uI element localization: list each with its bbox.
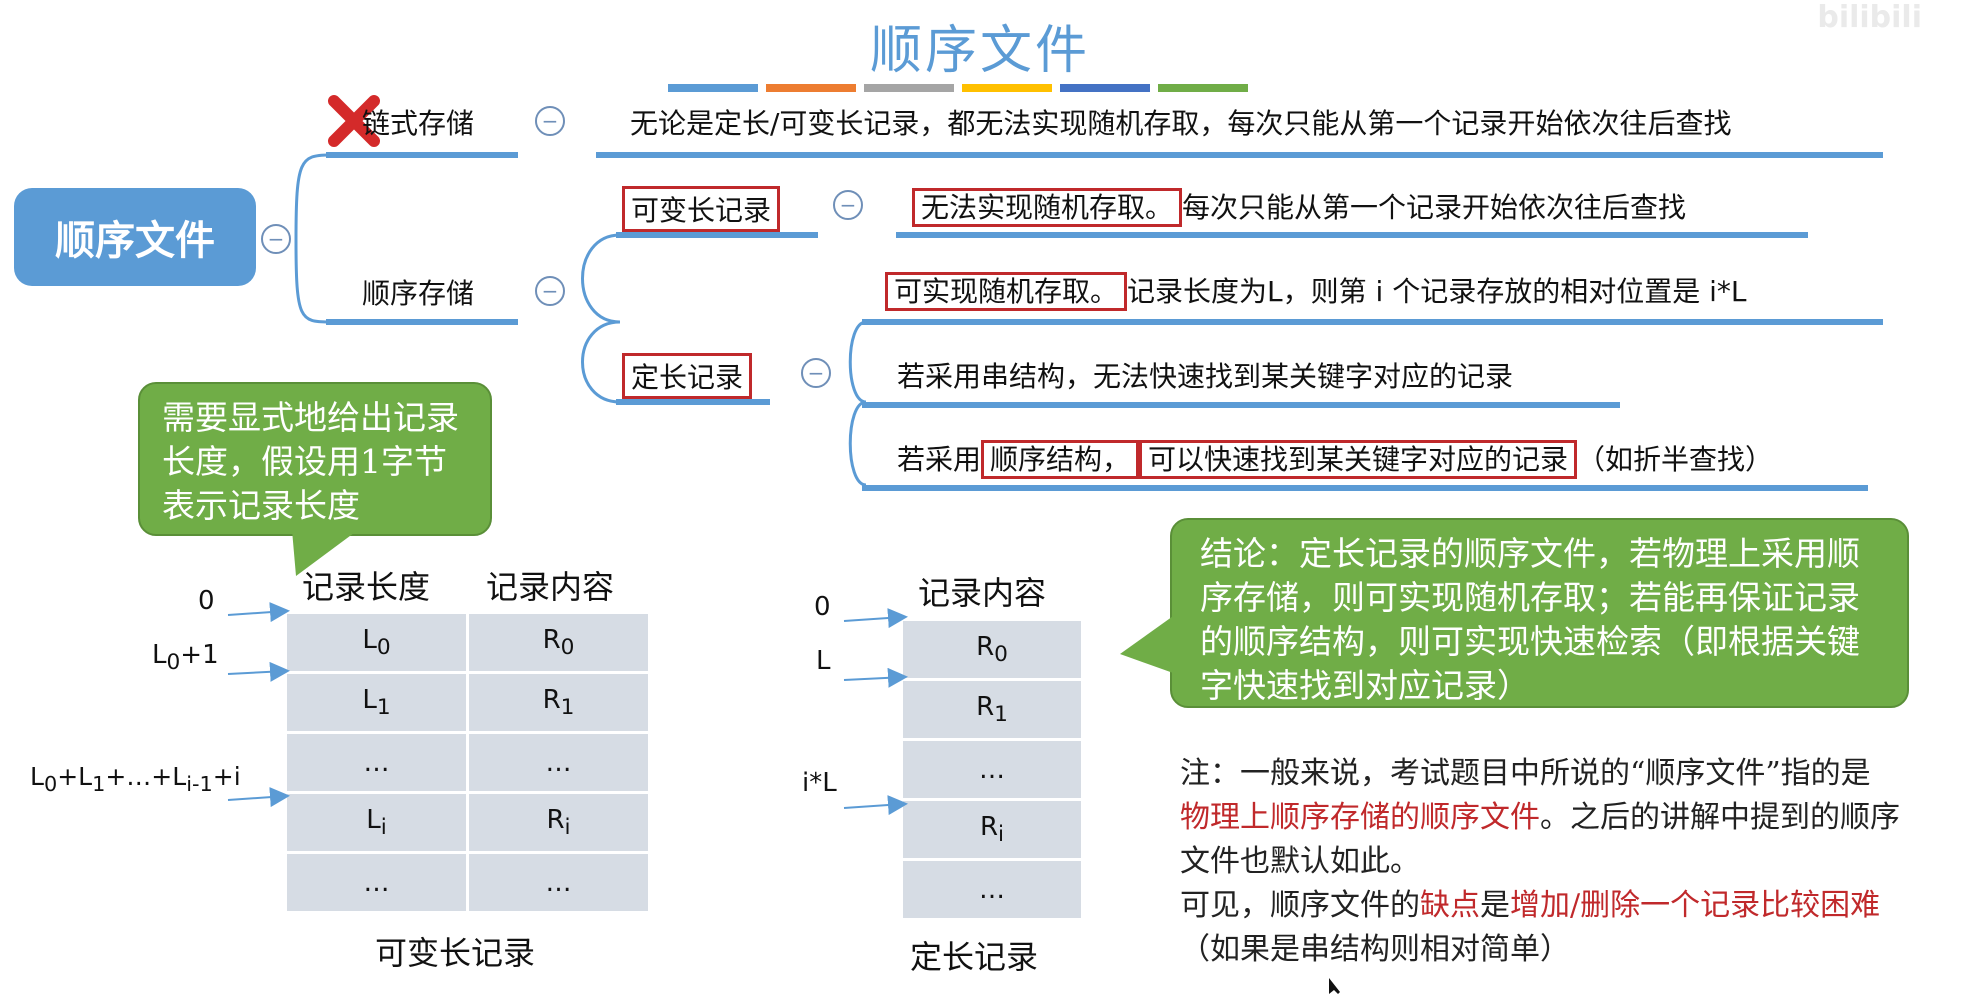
highlight-box: 顺序结构， — [981, 440, 1140, 479]
watermark-logo: bilibili — [1817, 0, 1922, 35]
table-cell: L1 — [287, 674, 466, 731]
var-header-content: 记录内容 — [486, 568, 615, 606]
fixed-record-node[interactable]: 定长记录 — [622, 353, 753, 399]
fixed-record-caption: 定长记录 — [910, 938, 1039, 976]
table-cell: Ri — [469, 794, 648, 851]
variable-record-desc: 无法实现随机存取。每次只能从第一个记录开始依次往后查找 — [912, 186, 1687, 227]
offset-label: 0 — [814, 592, 831, 622]
chain-storage-desc: 无论是定长/可变长记录，都无法实现随机存取，每次只能从第一个记录开始依次往后查找 — [630, 107, 1732, 140]
table-row: … — [903, 861, 1081, 918]
speech-bubble-right-text: 结论：定长记录的顺序文件，若物理上采用顺序存储，则可实现随机存取；若能再保证记录… — [1200, 534, 1860, 705]
fix-header-content: 记录内容 — [918, 574, 1047, 612]
root-node-label: 顺序文件 — [55, 218, 215, 264]
offset-label: i*L — [802, 768, 837, 798]
table-row: …… — [287, 854, 648, 911]
table-row: … — [903, 741, 1081, 798]
collapse-toggle-icon[interactable]: − — [261, 224, 291, 254]
table-cell: … — [287, 734, 466, 791]
note-text: 。之后的讲解中提到的顺序文件也默认如此。 — [1180, 800, 1900, 879]
fixed-line1-rest: 记录长度为L，则第 i 个记录存放的相对位置是 i*L — [1127, 275, 1747, 308]
speech-bubble-left-text: 需要显式地给出记录长度，假设用1字节表示记录长度 — [162, 398, 459, 525]
note-text: 可见，顺序文件的 — [1180, 888, 1420, 923]
page-title: 顺序文件 — [869, 21, 1090, 81]
color-bar — [766, 84, 856, 92]
note-highlight: 物理上顺序存储的顺序文件 — [1180, 800, 1540, 835]
table-cell: Ri — [903, 801, 1081, 858]
root-node[interactable]: 顺序文件 — [14, 188, 256, 286]
fixed-record-line1: 可实现随机存取。记录长度为L，则第 i 个记录存放的相对位置是 i*L — [885, 270, 1747, 311]
note-paragraph: 注：一般来说，考试题目中所说的“顺序文件”指的是物理上顺序存储的顺序文件。之后的… — [1180, 752, 1900, 972]
table-cell: L0 — [287, 614, 466, 671]
variable-record-caption: 可变长记录 — [375, 934, 536, 972]
sequential-storage-node[interactable]: 顺序存储 — [362, 277, 475, 310]
bubble-tail — [292, 530, 358, 576]
collapse-toggle-icon[interactable]: − — [535, 276, 565, 306]
color-bar — [1060, 84, 1150, 92]
highlight-box: 无法实现随机存取。 — [912, 188, 1183, 227]
mouse-cursor-icon — [1329, 978, 1340, 994]
chain-storage-node[interactable]: 链式存储 — [362, 107, 475, 140]
speech-bubble-right: 结论：定长记录的顺序文件，若物理上采用顺序存储，则可实现随机存取；若能再保证记录… — [1170, 518, 1909, 708]
note-text: 注：一般来说，考试题目中所说的“顺序文件”指的是 — [1180, 756, 1871, 791]
fixed-record-line2: 若采用串结构，无法快速找到某关键字对应的记录 — [897, 360, 1514, 393]
table-cell: … — [469, 734, 648, 791]
color-bar — [668, 84, 758, 92]
line3-prefix: 若采用 — [897, 443, 982, 476]
table-cell: R0 — [903, 621, 1081, 678]
table-cell: … — [287, 854, 466, 911]
collapse-toggle-icon[interactable]: − — [833, 190, 863, 220]
offset-label: 0 — [198, 586, 215, 616]
offset-label: L — [816, 646, 831, 676]
note-text: （如果是串结构则相对简单） — [1180, 932, 1570, 967]
fixed-record-line3: 若采用顺序结构，可以快速找到某关键字对应的记录（如折半查找） — [897, 438, 1774, 479]
table-row: …… — [287, 734, 648, 791]
bubble-tail — [1120, 614, 1176, 674]
table-cell: … — [469, 854, 648, 911]
variable-record-node[interactable]: 可变长记录 — [622, 186, 781, 232]
table-row: Ri — [903, 801, 1081, 858]
color-bar — [1158, 84, 1248, 92]
offset-label: L0+1 — [152, 640, 219, 676]
table-cell: … — [903, 861, 1081, 918]
variable-desc-rest: 每次只能从第一个记录开始依次往后查找 — [1182, 191, 1687, 224]
note-text: 是 — [1480, 888, 1510, 923]
table-row: R1 — [903, 681, 1081, 738]
offset-label: L0+L1+…+Li-1+i — [30, 762, 241, 796]
table-cell: … — [903, 741, 1081, 798]
highlight-box: 可以快速找到某关键字对应的记录 — [1139, 440, 1578, 479]
table-cell: Li — [287, 794, 466, 851]
highlight-box: 可实现随机存取。 — [885, 272, 1128, 311]
fixed-record-table: R0 R1 … Ri … — [900, 618, 1084, 921]
note-highlight: 增加/删除一个记录比较困难 — [1510, 888, 1881, 923]
cross-mark-icon — [328, 95, 380, 147]
line3-suffix: （如折半查找） — [1577, 443, 1774, 476]
collapse-toggle-icon[interactable]: − — [801, 358, 831, 388]
table-cell: R0 — [469, 614, 648, 671]
color-bar — [962, 84, 1052, 92]
table-cell: R1 — [469, 674, 648, 731]
table-cell: R1 — [903, 681, 1081, 738]
collapse-toggle-icon[interactable]: − — [535, 106, 565, 136]
var-header-length: 记录长度 — [302, 568, 431, 606]
table-row: R0 — [903, 621, 1081, 678]
note-highlight: 缺点 — [1420, 888, 1480, 923]
color-bar — [864, 84, 954, 92]
